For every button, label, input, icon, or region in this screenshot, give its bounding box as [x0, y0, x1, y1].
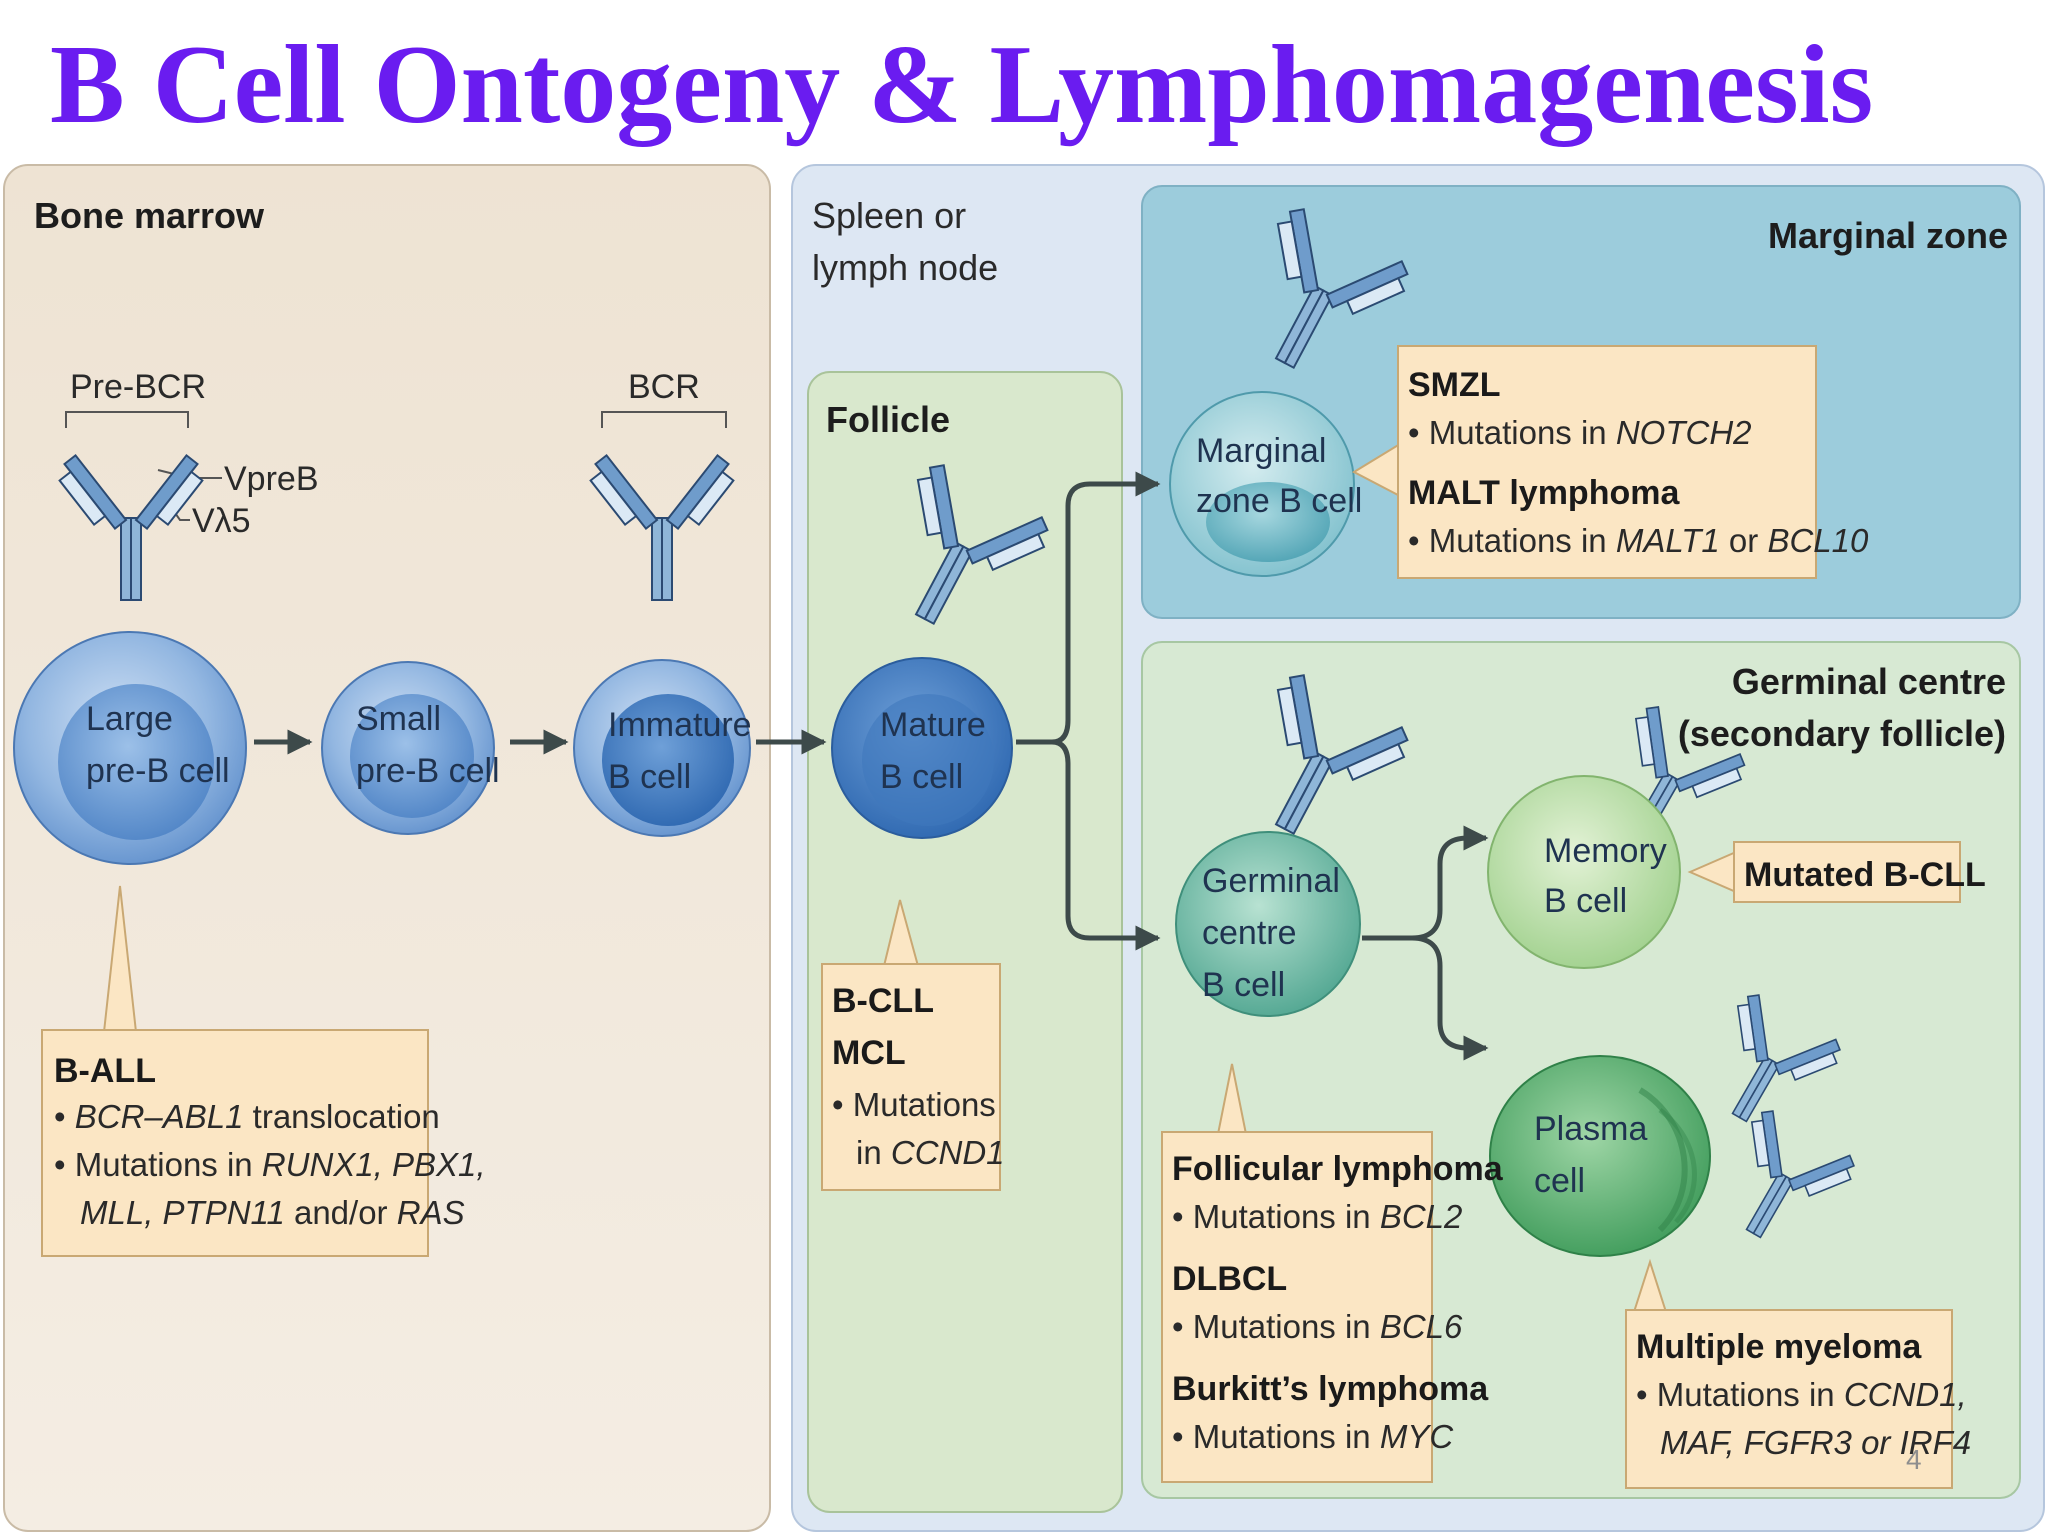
germinal-centre-label-2: (secondary follicle) [1678, 713, 2006, 754]
small-pre-b-cell: Small pre-B cell [321, 661, 500, 835]
smzl-malt-callout: SMZL • Mutations in NOTCH2 MALT lymphoma… [1351, 345, 1869, 579]
pre-bcr-bracket [65, 411, 189, 428]
mature-b-cell: Mature B cell [831, 657, 1013, 839]
marginal-zone-label: Marginal zone [1768, 215, 2008, 256]
follicle-region [807, 371, 1123, 1513]
bcr-bracket [601, 411, 727, 428]
svg-text:in CCND1: in CCND1 [856, 1134, 1005, 1171]
svg-text:B-ALL: B-ALL [54, 1052, 156, 1090]
svg-text:B cell: B cell [1544, 882, 1627, 920]
svg-text:pre-B cell: pre-B cell [356, 752, 500, 790]
svg-text:Immature: Immature [608, 706, 752, 744]
svg-text:centre: centre [1202, 914, 1297, 952]
svg-text:• BCR–ABL1 translocation: • BCR–ABL1 translocation [54, 1098, 440, 1135]
svg-text:Multiple myeloma: Multiple myeloma [1636, 1328, 1922, 1366]
bcr-label: BCR [628, 368, 700, 406]
follicular-dlbcl-burkitt-callout: Follicular lymphoma • Mutations in BCL2 … [1161, 1063, 1504, 1483]
pre-bcr-label: Pre-BCR [70, 368, 206, 406]
svg-text:Germinal: Germinal [1202, 862, 1340, 900]
slide-number: 4 [1906, 1444, 1922, 1475]
svg-text:Mutated B-CLL: Mutated B-CLL [1744, 856, 1986, 894]
svg-text:• Mutations in RUNX1, PBX1,: • Mutations in RUNX1, PBX1, [54, 1146, 486, 1183]
svg-text:Small: Small [356, 700, 441, 738]
spleen-label-2: lymph node [812, 247, 998, 288]
differentiation-arrows [254, 471, 1489, 1061]
svg-text:• Mutations in MALT1 or BCL10: • Mutations in MALT1 or BCL10 [1408, 522, 1869, 559]
svg-text:Burkitt’s lymphoma: Burkitt’s lymphoma [1172, 1370, 1489, 1408]
b-all-callout: B-ALL • BCR–ABL1 translocation • Mutatio… [41, 885, 486, 1257]
svg-text:DLBCL: DLBCL [1172, 1260, 1287, 1298]
b-cll-mcl-callout: B-CLL MCL • Mutations in CCND1 [821, 899, 1005, 1191]
spleen-label-1: Spleen or [812, 195, 966, 236]
svg-text:MALT lymphoma: MALT lymphoma [1408, 474, 1680, 512]
svg-text:• Mutations in CCND1,: • Mutations in CCND1, [1636, 1376, 1967, 1413]
svg-text:MCL: MCL [832, 1034, 906, 1072]
plasma-cell: Plasma cell [1489, 1055, 1711, 1257]
svg-text:SMZL: SMZL [1408, 366, 1501, 404]
svg-text:MLL, PTPN11 and/or RAS: MLL, PTPN11 and/or RAS [80, 1194, 465, 1231]
svg-text:Marginal: Marginal [1196, 432, 1326, 470]
germinal-centre-label-1: Germinal centre [1732, 661, 2006, 702]
svg-text:• Mutations: • Mutations [832, 1086, 996, 1123]
svg-text:Mature: Mature [880, 706, 986, 744]
vl5-label: Vλ5 [192, 502, 251, 540]
svg-text:B cell: B cell [1202, 966, 1285, 1004]
svg-text:Plasma: Plasma [1534, 1110, 1647, 1148]
vpreb-label: VpreB [224, 460, 319, 498]
svg-text:• Mutations in BCL6: • Mutations in BCL6 [1172, 1308, 1463, 1345]
germinal-centre-b-cell: Germinal centre B cell [1175, 831, 1361, 1017]
mutated-b-cll-callout: Mutated B-CLL [1687, 841, 1986, 903]
marginal-zone-b-cell: Marginal zone B cell [1169, 391, 1362, 577]
svg-text:Memory: Memory [1544, 832, 1667, 870]
svg-text:B cell: B cell [880, 758, 963, 796]
svg-text:Large: Large [86, 700, 173, 738]
immature-b-cell: Immature B cell [573, 659, 752, 837]
svg-text:MAF, FGFR3 or IRF4: MAF, FGFR3 or IRF4 [1660, 1424, 1971, 1461]
large-pre-b-cell: Large pre-B cell [13, 631, 247, 865]
svg-text:cell: cell [1534, 1162, 1585, 1200]
svg-text:Follicular lymphoma: Follicular lymphoma [1172, 1150, 1504, 1188]
svg-text:• Mutations in MYC: • Mutations in MYC [1172, 1418, 1454, 1455]
follicle-label: Follicle [826, 399, 950, 440]
svg-text:• Mutations in BCL2: • Mutations in BCL2 [1172, 1198, 1462, 1235]
multiple-myeloma-callout: Multiple myeloma • Mutations in CCND1, M… [1625, 1258, 1971, 1489]
memory-b-cell: Memory B cell [1487, 775, 1681, 969]
svg-text:pre-B cell: pre-B cell [86, 752, 230, 790]
svg-text:B-CLL: B-CLL [832, 982, 934, 1020]
svg-text:zone B cell: zone B cell [1196, 482, 1362, 520]
bone-marrow-label: Bone marrow [34, 195, 265, 236]
svg-text:• Mutations in NOTCH2: • Mutations in NOTCH2 [1408, 414, 1752, 451]
svg-text:B cell: B cell [608, 758, 691, 796]
slide-title: B Cell Ontogeny & Lymphomagenesis [50, 23, 1874, 147]
